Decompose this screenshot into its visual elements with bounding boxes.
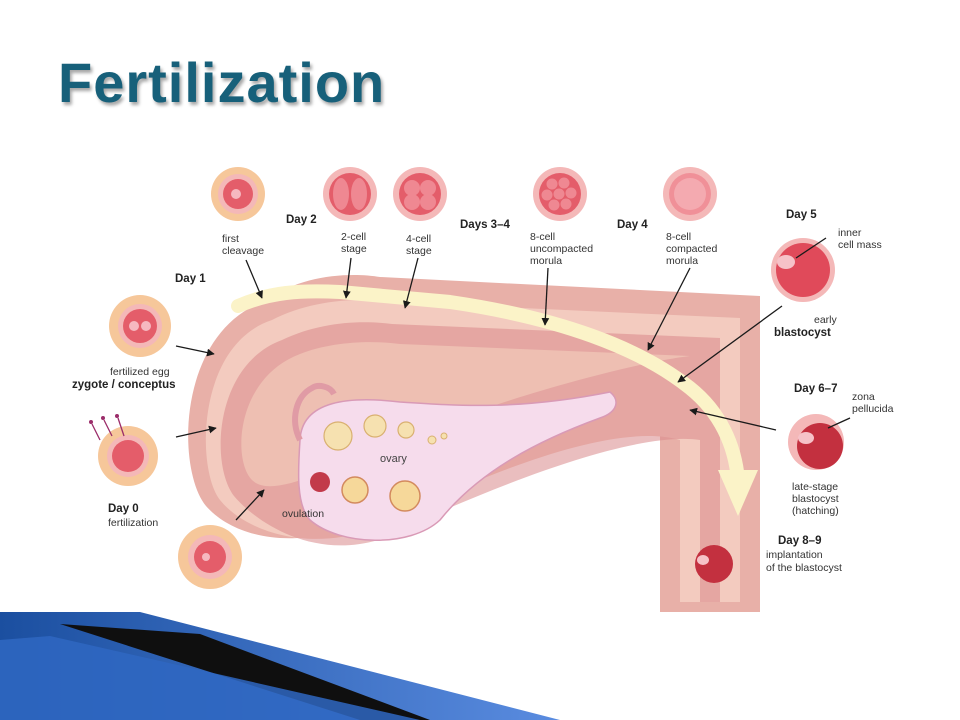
cell-fertilization: [89, 414, 158, 486]
label-day4: Day 4: [617, 219, 648, 231]
cell-late-blastocyst: [788, 414, 844, 470]
cell-first-cleavage: [211, 167, 265, 221]
label-zygote: zygote / conceptus: [72, 379, 176, 391]
label-late-stage-1: late-stage: [792, 481, 838, 493]
label-day0: Day 0: [108, 503, 139, 515]
cell-zygote: [109, 295, 171, 357]
slide-title: Fertilization: [58, 51, 386, 114]
label-fertilized-egg: fertilized egg: [110, 366, 170, 378]
label-4-cell-1: 4-cell: [406, 233, 431, 245]
label-4-cell-2: stage: [406, 245, 432, 257]
label-day1: Day 1: [175, 273, 206, 285]
label-first-cleavage-2: cleavage: [222, 245, 264, 257]
label-inner-cell-mass-2: cell mass: [838, 239, 882, 251]
label-2-cell-1: 2-cell: [341, 231, 366, 243]
label-fertilization: fertilization: [108, 517, 158, 529]
cell-implantation: [695, 545, 733, 583]
label-late-stage-3: (hatching): [792, 505, 839, 517]
label-blastocyst: blastocyst: [774, 327, 831, 339]
label-ovary: ovary: [380, 453, 407, 465]
cell-4-cell: [393, 167, 447, 221]
label-8-compacted-3: morula: [666, 255, 698, 267]
label-8-compacted-1: 8-cell: [666, 231, 691, 243]
migration-path: [231, 284, 745, 487]
label-2-cell-2: stage: [341, 243, 367, 255]
label-8-uncompacted-1: 8-cell: [530, 231, 555, 243]
label-early: early: [814, 314, 838, 326]
label-zona-pellucida-1: zona: [852, 391, 875, 403]
ovary: [292, 383, 617, 541]
corner-ribbon: [0, 612, 560, 720]
cell-8-uncompacted: [533, 167, 587, 221]
label-ovulation: ovulation: [282, 508, 324, 520]
pointer-arrows: [175, 237, 851, 521]
label-inner-cell-mass-1: inner: [838, 227, 862, 239]
label-8-uncompacted-3: morula: [530, 255, 562, 267]
label-implantation-2: of the blastocyst: [766, 562, 842, 574]
label-8-compacted-2: compacted: [666, 243, 718, 255]
label-days3-4: Days 3–4: [460, 219, 510, 231]
label-day2: Day 2: [286, 214, 317, 226]
cell-oocyte: [178, 525, 242, 589]
cell-8-compacted: [663, 167, 717, 221]
label-8-uncompacted-2: uncompacted: [530, 243, 593, 255]
label-day5: Day 5: [786, 209, 817, 221]
label-implantation-1: implantation: [766, 549, 823, 561]
label-late-stage-2: blastocyst: [792, 493, 839, 505]
label-day6-7: Day 6–7: [794, 383, 837, 395]
cell-2-cell: [323, 167, 377, 221]
label-day8-9: Day 8–9: [778, 535, 821, 547]
migration-arrowhead: [718, 470, 758, 516]
label-zona-pellucida-2: pellucida: [852, 403, 894, 415]
label-first-cleavage-1: first: [222, 233, 239, 245]
cell-early-blastocyst: [771, 238, 835, 302]
